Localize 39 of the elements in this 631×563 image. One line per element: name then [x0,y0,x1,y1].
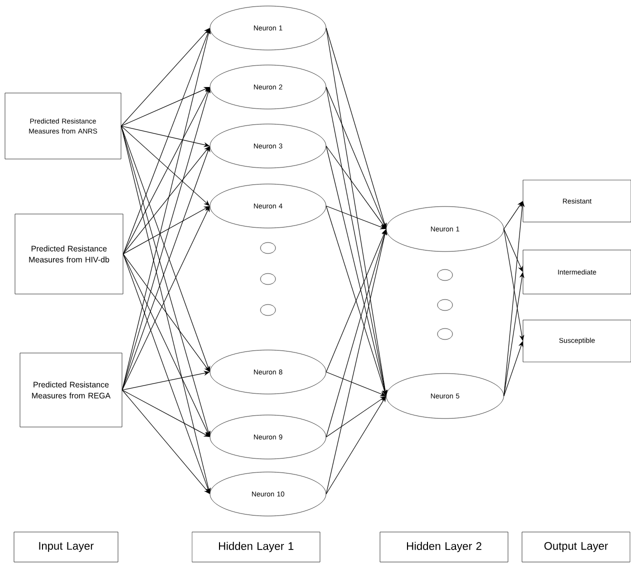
arrow [120,126,210,372]
arrow [326,206,387,396]
arrow [122,146,210,390]
input-box: Predicted Resistance Measures from REGA [20,352,122,428]
arrow [326,229,387,438]
arrow [326,28,387,229]
arrow [120,126,211,437]
arrow [122,254,210,437]
ellipsis-circle [260,304,276,316]
layer-label-box: Hidden Layer 1 [192,532,320,562]
arrow [504,341,524,396]
arrow [326,146,388,396]
arrow [504,201,523,230]
arrow [122,206,210,390]
ellipsis-circle [437,269,453,281]
arrow [122,254,210,494]
arrow [326,229,388,494]
input-box: Predicted Resistance Measures from HIV-db [14,214,124,294]
ellipsis-circle [437,328,453,340]
arrow [326,229,386,372]
ellipsis-circle [260,273,276,285]
arrow [120,126,210,206]
arrow [504,228,523,272]
layer-label-box: Hidden Layer 2 [380,532,508,562]
arrow [504,228,524,341]
layer-label-box: Output Layer [522,532,630,562]
arrow [122,87,210,254]
arrow [120,126,211,494]
arrow [326,86,388,396]
arrow [504,272,524,396]
arrow [326,28,388,396]
ellipsis-circle [260,242,276,254]
layer-label-box: Input Layer [14,532,118,562]
arrow [326,86,386,229]
arrow [122,390,210,494]
arrow [122,254,210,372]
arrow [122,146,210,254]
arrow [120,28,210,126]
ellipsis-circle [437,299,453,311]
